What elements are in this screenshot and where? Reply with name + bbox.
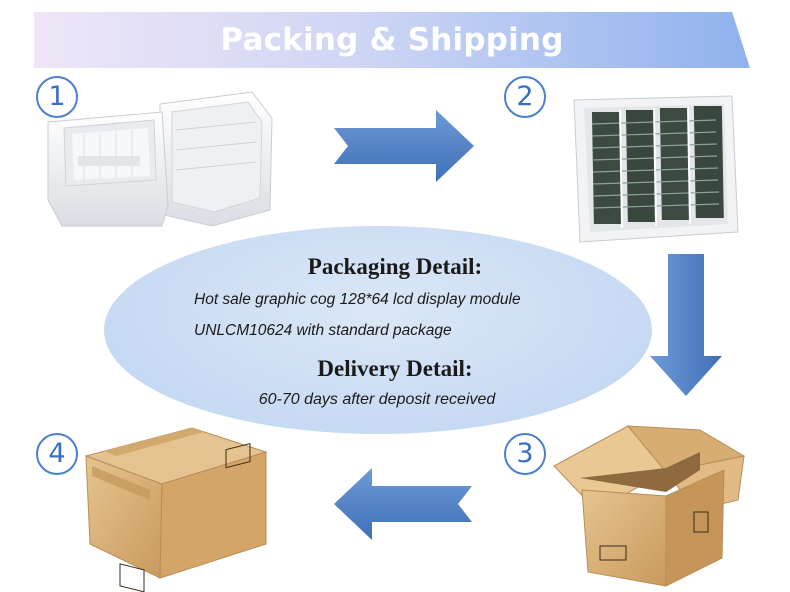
step-3-badge: 3 (504, 433, 546, 475)
arrow-down-icon (650, 254, 722, 396)
step-1-badge: 1 (36, 76, 78, 118)
arrow-right-icon (334, 110, 474, 182)
delivery-detail-title: Delivery Detail: (317, 356, 473, 381)
step-2-badge: 2 (504, 76, 546, 118)
open-carton-image (553, 425, 746, 587)
banner-title: Packing & Shipping (220, 22, 564, 58)
title-banner: Packing & Shipping (34, 12, 750, 68)
closed-carton-image (84, 427, 268, 592)
step-4-badge: 4 (36, 433, 78, 475)
delivery-detail-text: 60-70 days after deposit received (258, 391, 496, 408)
arrow-left-icon (334, 468, 472, 540)
packaging-detail-line-1: Hot sale graphic cog 128*64 lcd display … (194, 291, 521, 308)
details-ellipse (104, 226, 652, 434)
packaging-detail-line-2: UNLCM10624 with standard package (194, 322, 452, 339)
lcd-tray-image (573, 95, 739, 243)
foam-box-image (47, 91, 273, 227)
packaging-detail-title: Packaging Detail: (307, 254, 483, 279)
